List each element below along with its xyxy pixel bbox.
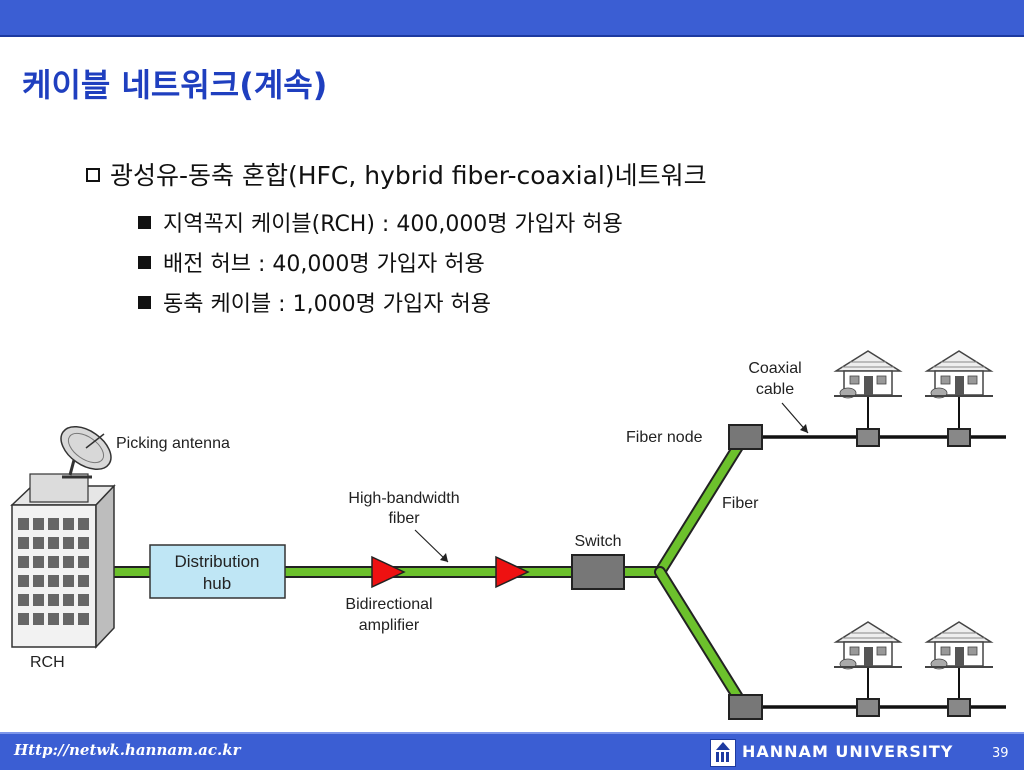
main-bullet: 광성유-동축 혼합(HFC, hybrid fiber-coaxial)네트워크 xyxy=(86,156,707,192)
hb-fiber-label: fiber xyxy=(388,510,420,527)
sub-bullet-3: 동축 케이블 : 1,000명 가입자 허용 xyxy=(138,286,491,318)
sub-bullet-2: 배전 허브 : 40,000명 가입자 허용 xyxy=(138,246,485,278)
hfc-network-diagram: Distribution hub Picking antenna RCH Hig… xyxy=(10,350,1006,720)
building-window xyxy=(48,575,59,587)
rch-building-icon xyxy=(10,473,116,649)
hub-label: hub xyxy=(203,574,231,593)
distribution-hub-box xyxy=(149,544,286,599)
building-window xyxy=(33,594,44,606)
building-window xyxy=(78,575,89,587)
house-icon xyxy=(924,350,994,399)
fiber-pointer-line xyxy=(414,529,449,563)
house-icon xyxy=(833,350,903,399)
building-window xyxy=(48,594,59,606)
university-name: HANNAM UNIVERSITY xyxy=(742,742,954,761)
building-window xyxy=(18,518,29,530)
building-window xyxy=(78,518,89,530)
building-window xyxy=(78,594,89,606)
building-window xyxy=(63,518,74,530)
amplifier-icon xyxy=(371,555,406,589)
antenna-label: Picking antenna xyxy=(116,435,230,452)
sub-bullet-text: 배전 허브 : 40,000명 가입자 허용 xyxy=(163,252,485,277)
switch-box xyxy=(571,554,625,590)
building-window xyxy=(63,537,74,549)
sub-bullet-text: 지역꼭지 케이블(RCH) : 400,000명 가입자 허용 xyxy=(163,212,623,237)
amplifier-label: amplifier xyxy=(359,617,420,634)
building-window xyxy=(48,518,59,530)
footer-url[interactable]: Http://netwk.hannam.ac.kr xyxy=(14,741,241,759)
university-logo-icon xyxy=(710,739,736,767)
fiber-label: Fiber xyxy=(722,495,759,512)
amplifier-label: Bidirectional xyxy=(345,596,432,613)
sub-bullet-text: 동축 케이블 : 1,000명 가입자 허용 xyxy=(163,292,492,317)
building-window xyxy=(18,594,29,606)
building-window xyxy=(18,613,29,625)
building-window xyxy=(33,556,44,568)
fiber-node-bottom xyxy=(728,694,763,720)
satellite-dish-icon xyxy=(60,425,112,479)
hub-label: Distribution xyxy=(174,552,259,571)
slide-title: 케이블 네트워크(계속) xyxy=(22,66,328,104)
arrowhead-icon xyxy=(800,424,808,433)
coax-label: cable xyxy=(756,381,794,398)
square-bullet-icon xyxy=(138,216,151,229)
building-window xyxy=(48,613,59,625)
building-window xyxy=(78,613,89,625)
building-window xyxy=(63,594,74,606)
square-bullet-icon xyxy=(138,256,151,269)
building-window xyxy=(33,518,44,530)
arrowhead-icon xyxy=(440,553,448,562)
square-bullet-icon xyxy=(138,296,151,309)
building-window xyxy=(78,537,89,549)
switch-label: Switch xyxy=(574,533,621,550)
building-window xyxy=(33,537,44,549)
top-bar xyxy=(0,0,1024,37)
rch-label: RCH xyxy=(30,654,65,671)
building-window xyxy=(18,556,29,568)
building-window xyxy=(33,613,44,625)
house-icon xyxy=(924,621,994,670)
building-window xyxy=(63,575,74,587)
sub-bullet-1: 지역꼭지 케이블(RCH) : 400,000명 가입자 허용 xyxy=(138,206,623,238)
building-window xyxy=(18,537,29,549)
checkbox-bullet-icon xyxy=(86,168,100,182)
building-window xyxy=(48,556,59,568)
coax-label: Coaxial xyxy=(748,360,801,377)
building-window xyxy=(78,556,89,568)
fiber-node-label: Fiber node xyxy=(626,429,703,446)
building-window xyxy=(33,575,44,587)
coax-taps xyxy=(856,428,971,717)
amplifier-icon xyxy=(495,555,530,589)
hb-fiber-label: High-bandwidth xyxy=(348,490,459,507)
building-window xyxy=(18,575,29,587)
page-number: 39 xyxy=(992,746,1009,761)
main-bullet-text: 광성유-동축 혼합(HFC, hybrid fiber-coaxial)네트워크 xyxy=(110,161,707,190)
fiber-node-top xyxy=(728,424,763,450)
building-window xyxy=(63,613,74,625)
building-window xyxy=(63,556,74,568)
building-window xyxy=(48,537,59,549)
house-icon xyxy=(833,621,903,670)
footer-bar: Http://netwk.hannam.ac.kr HANNAM UNIVERS… xyxy=(0,732,1024,770)
